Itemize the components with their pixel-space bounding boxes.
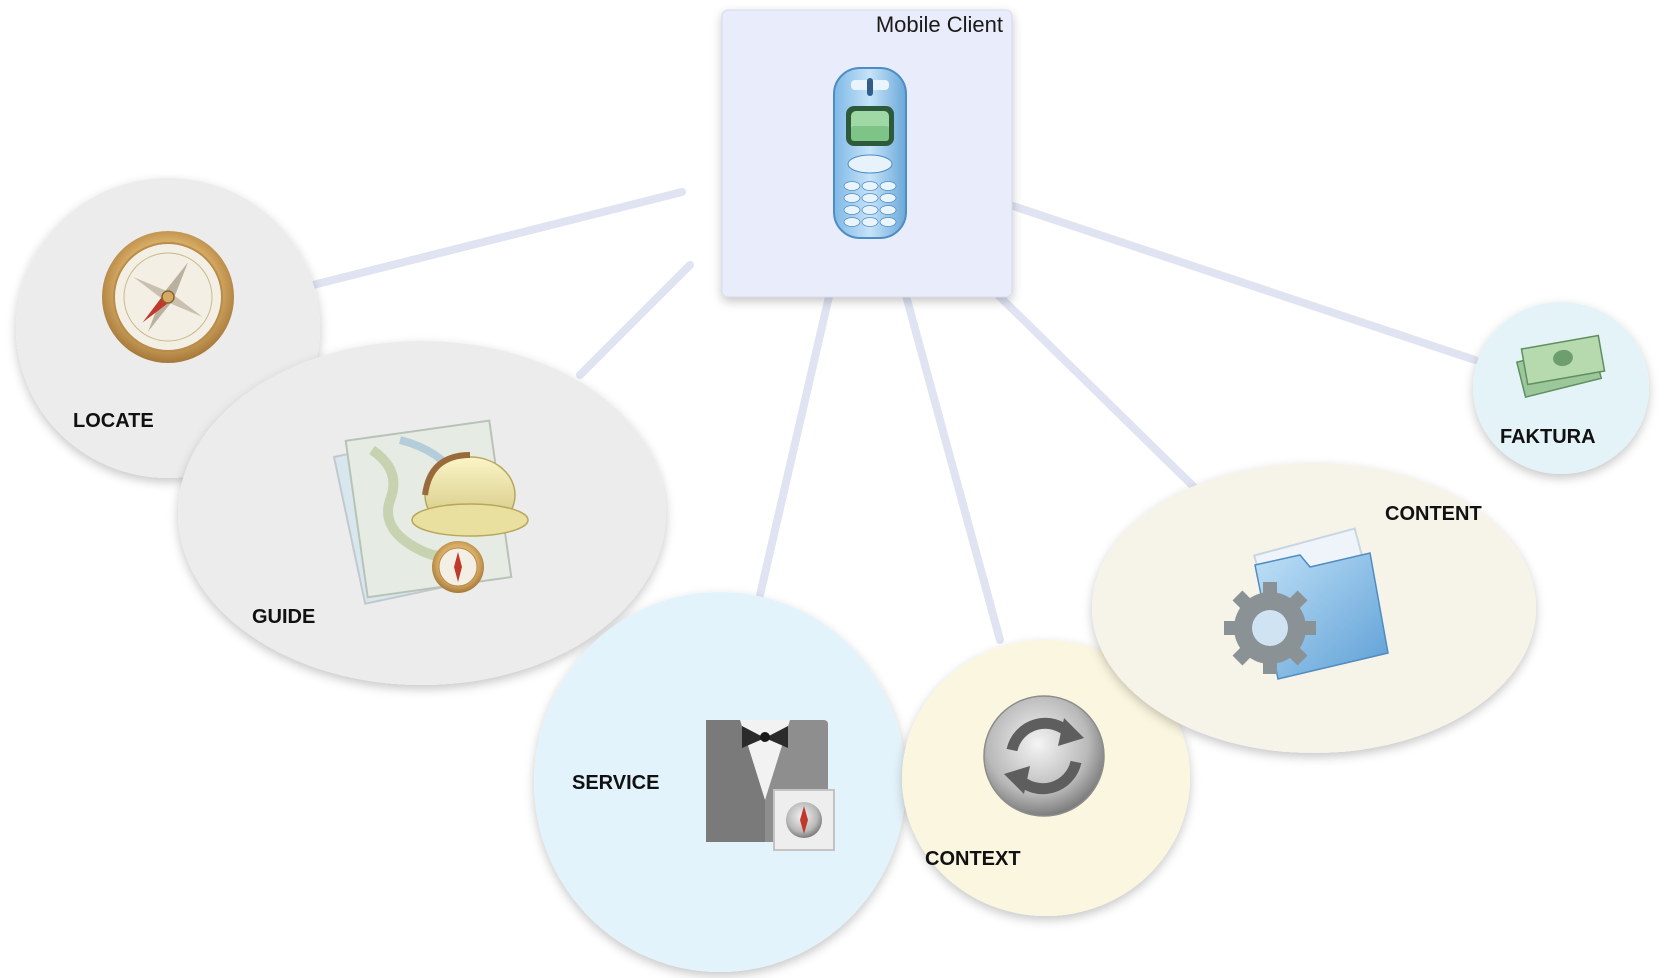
connector-faktura bbox=[1006, 201, 1479, 364]
node-service[interactable]: SERVICE bbox=[534, 592, 906, 972]
money-bills-icon bbox=[1515, 334, 1606, 399]
node-content[interactable]: CONTENT bbox=[1092, 463, 1536, 753]
context-label: CONTEXT bbox=[925, 848, 1021, 870]
connector-guide bbox=[576, 261, 694, 379]
connector-context bbox=[901, 288, 1004, 644]
node-context[interactable]: CONTEXT bbox=[902, 640, 1190, 916]
connector-content bbox=[991, 288, 1199, 492]
connector-locate bbox=[301, 188, 686, 291]
map-and-pith-helmet-icon bbox=[332, 419, 529, 605]
connectors bbox=[301, 188, 1479, 644]
locate-label: LOCATE bbox=[73, 410, 154, 432]
sync-arrows-icon bbox=[983, 695, 1105, 817]
faktura-label: FAKTURA bbox=[1500, 426, 1596, 448]
hub-title: Mobile Client bbox=[876, 12, 1003, 37]
compass-icon bbox=[102, 231, 234, 363]
node-faktura[interactable]: FAKTURA bbox=[1473, 302, 1649, 474]
mobile-phone-icon bbox=[833, 67, 907, 239]
service-label: SERVICE bbox=[572, 772, 659, 794]
connector-service bbox=[756, 288, 834, 599]
content-label: CONTENT bbox=[1385, 503, 1482, 525]
node-locate[interactable]: LOCATE bbox=[16, 178, 320, 478]
folder-gear-icon bbox=[1224, 527, 1389, 680]
node-guide[interactable]: GUIDE bbox=[178, 341, 666, 685]
hub-mobile-client[interactable]: Mobile Client bbox=[721, 9, 1013, 298]
guide-label: GUIDE bbox=[252, 606, 315, 628]
butler-tuxedo-icon bbox=[706, 720, 835, 851]
